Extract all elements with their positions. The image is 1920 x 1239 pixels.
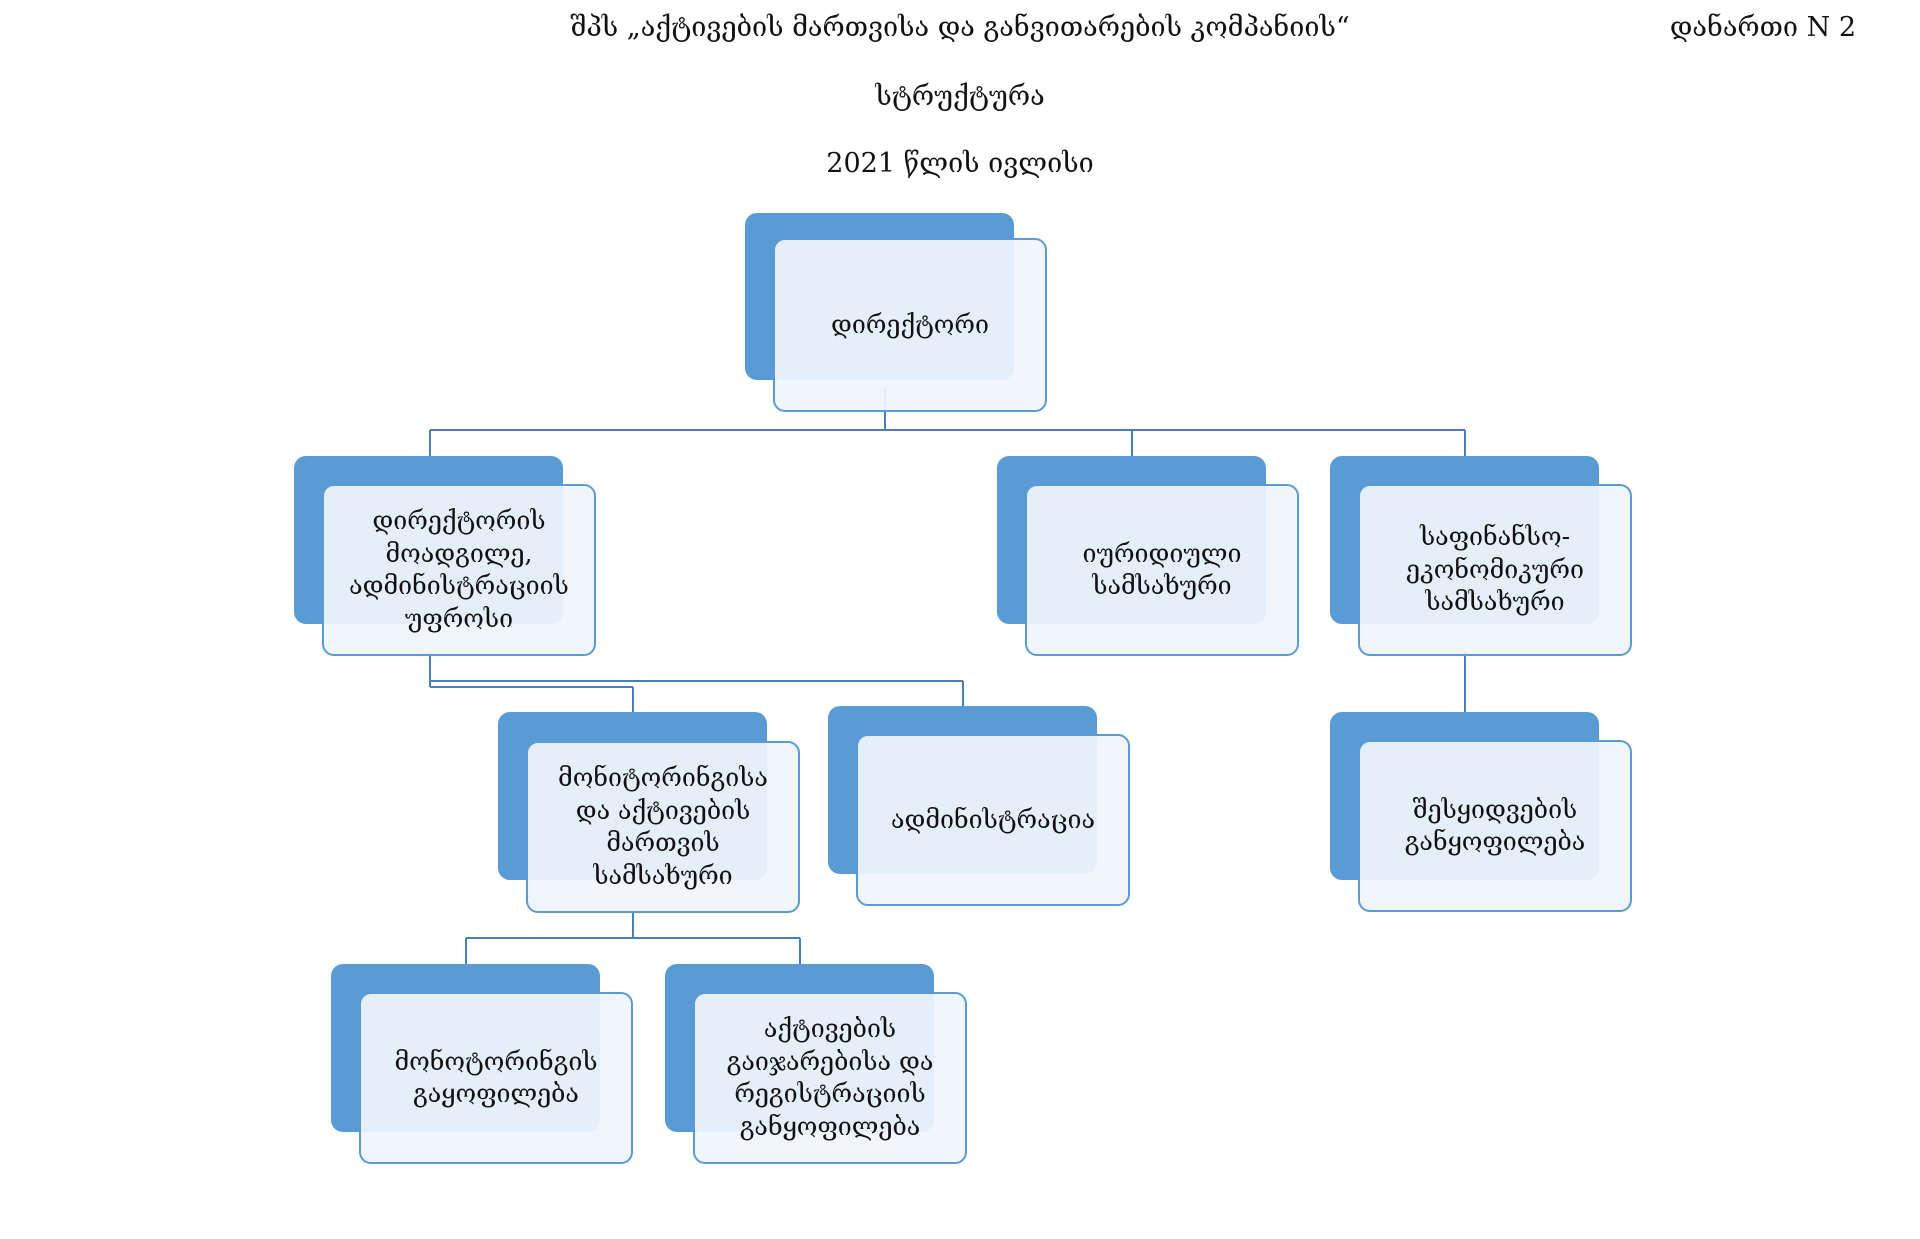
node-director-label: დირექტორი	[831, 309, 989, 339]
node-monitoring-service-label: მონიტორინგისა და აქტივების მართვის სამსა…	[558, 763, 768, 890]
node-deputy-director-label: დირექტორის მოადგილე, ადმინისტრაციის უფრო…	[349, 506, 569, 633]
node-procurement-division-label: შესყიდვების განყოფილება	[1404, 794, 1586, 857]
node-asset-registration-division-label: აქტივების გაიჯარებისა და რეგისტრაციის გა…	[726, 1014, 934, 1141]
date-subtitle: 2021 წლის ივლისი	[826, 148, 1094, 179]
structure-title: სტრუქტურა	[875, 81, 1045, 112]
node-financial-service-label: საფინანსო-ეკონომიკური სამსახური	[1406, 522, 1584, 617]
node-administration-label: ადმინისტრაცია	[891, 804, 1095, 834]
node-legal-service-label: იურიდიული სამსახური	[1082, 538, 1242, 601]
node-monitoring-division-label: მონოტორინგის გაყოფილება	[394, 1046, 598, 1109]
annex-label: დანართი N 2	[1669, 12, 1856, 43]
company-title: შპს „აქტივების მართვისა და განვითარების …	[570, 12, 1350, 43]
